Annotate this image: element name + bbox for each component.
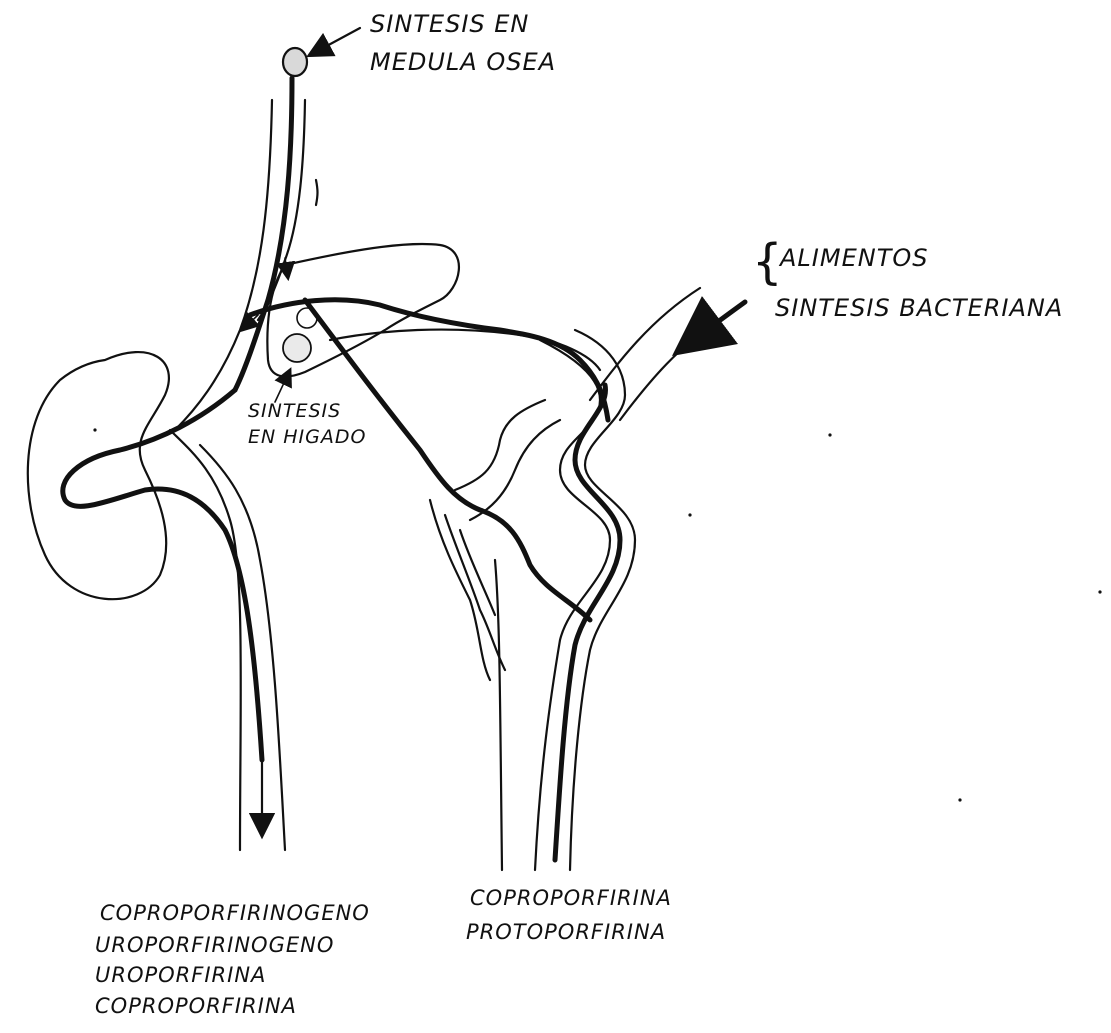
label-bone-marrow-line2: MEDULA OSEA <box>370 50 556 74</box>
sources-brace: { <box>752 238 784 286</box>
vessel-to-liver <box>175 78 318 430</box>
speck <box>958 798 961 801</box>
bone-marrow-node <box>283 48 307 76</box>
speck <box>688 513 691 516</box>
renal-pathway <box>63 390 285 850</box>
speck <box>93 428 96 431</box>
label-bone-marrow-line1: SINTESIS EN <box>370 12 529 36</box>
speck <box>1098 590 1101 593</box>
label-liver-line2: EN HIGADO <box>248 428 366 447</box>
label-sources-line2: SINTESIS BACTERIANA <box>775 296 1063 320</box>
flow-arrow-into-liver <box>285 258 288 278</box>
intestinal-pathway <box>305 300 590 680</box>
urine-product-4: COPROPORFIRINA <box>95 996 297 1017</box>
urine-product-3: UROPORFIRINA <box>95 965 266 986</box>
liver-shape <box>267 244 600 376</box>
bone-marrow-arrow <box>310 28 360 55</box>
urine-product-2: UROPORFIRINOGENO <box>95 935 334 956</box>
label-sources-line1: ALIMENTOS <box>780 246 928 270</box>
urine-product-1: COPROPORFIRINOGENO <box>100 903 370 924</box>
label-liver-line1: SINTESIS <box>248 402 341 421</box>
kidney-shape <box>28 352 169 599</box>
speck <box>828 433 831 436</box>
liver-synthesis-node <box>283 308 317 362</box>
feces-product-2: PROTOPORFIRINA <box>466 922 666 943</box>
dietary-input-pathway <box>590 288 745 420</box>
feces-product-1: COPROPORFIRINA <box>470 888 672 909</box>
